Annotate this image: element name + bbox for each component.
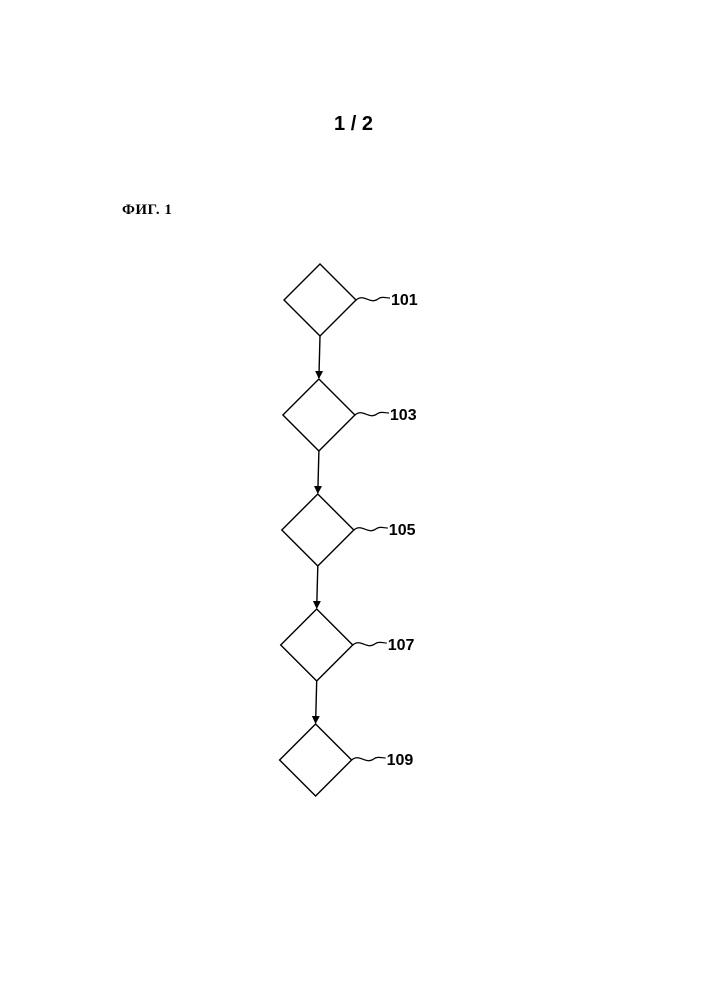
reference-numeral-105: 105 [389, 522, 416, 539]
diamond-node-shape [282, 494, 354, 566]
flow-node-109: 109 [280, 724, 414, 796]
diamond-node-shape [283, 379, 355, 451]
reference-numeral-101: 101 [391, 292, 418, 309]
flow-node-105: 105 [282, 494, 416, 566]
flow-arrow-101-103 [319, 336, 320, 378]
diamond-node-shape [281, 609, 353, 681]
leader-line [353, 642, 387, 645]
leader-line [355, 412, 389, 415]
leader-line [352, 757, 386, 760]
flow-arrow-107-109 [316, 681, 317, 723]
diamond-node-shape [284, 264, 356, 336]
flow-node-103: 103 [283, 379, 417, 451]
leader-line [354, 527, 388, 530]
diamond-node-shape [280, 724, 352, 796]
nodes: 101 103 105 107 109 [280, 264, 418, 796]
reference-numeral-107: 107 [388, 637, 415, 654]
edges [316, 336, 320, 723]
reference-numeral-109: 109 [387, 752, 414, 769]
flow-arrow-103-105 [318, 451, 319, 493]
flow-node-107: 107 [281, 609, 415, 681]
flow-node-101: 101 [284, 264, 418, 336]
leader-line [356, 297, 390, 300]
reference-numeral-103: 103 [390, 407, 417, 424]
flow-arrow-105-107 [317, 566, 318, 608]
